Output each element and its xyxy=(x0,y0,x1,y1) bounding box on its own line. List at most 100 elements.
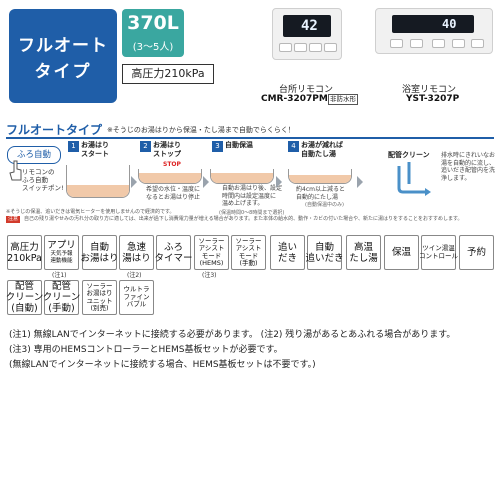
bath-remote-screen: 40 xyxy=(392,15,474,33)
feature-app-note: (注1) xyxy=(52,272,67,279)
band-description: ※そうじのお湯はりから保温・たし湯まで自動でらくらく！ xyxy=(107,126,295,134)
kitchen-remote-tag: 非防水形 xyxy=(328,94,358,105)
step-4-desc-line: 自動的にたし湯 xyxy=(296,193,339,201)
type-badge: フルオート タイプ xyxy=(9,9,117,103)
kitchen-remote-label: 台所リモコン xyxy=(279,85,334,95)
step-2-number: 2 xyxy=(140,141,151,152)
feature-auto-reheat: 自動 追いだき xyxy=(306,235,344,270)
hand-pointer-icon xyxy=(9,160,22,181)
feature-high-temp-add: 高温 たし湯 xyxy=(346,235,381,270)
step-arrow-icon xyxy=(276,176,282,188)
remote-button xyxy=(452,39,465,48)
step-3-desc-line: 温め上げます。 xyxy=(222,200,264,207)
bath-remote-display: 40 xyxy=(442,17,457,31)
step-4-desc-line: 約4cm以上減ると xyxy=(296,186,345,193)
step-3-title-line1: 自動保温 xyxy=(225,141,253,149)
feature-twin-temp-control: ツイン湯温 コントロール xyxy=(419,235,458,270)
step-2-desc-line: 希望の水位・温度に xyxy=(146,186,201,193)
feature-pipe-clean-auto: 配管 クリーン (自動) xyxy=(5,280,44,315)
step-2-description: 希望の水位・温度に なるとお湯はり停止 xyxy=(146,186,200,201)
feature-reheat: 追い だき xyxy=(270,235,305,270)
remote-button xyxy=(432,39,445,48)
pipe-clean-desc-line: 排水時にきれいなお xyxy=(441,152,496,159)
remote-button xyxy=(294,43,307,52)
auto-bath-button: ふろ自動 xyxy=(7,146,61,164)
feature-app: アプリ天気予報 連動機能 xyxy=(44,235,79,270)
band-divider xyxy=(6,137,494,139)
type-badge-line1: フルオート xyxy=(18,36,108,56)
bath-remote-image: 40 xyxy=(375,8,493,54)
feature-pipe-clean-manual: 配管 クリーン (手動) xyxy=(42,280,81,315)
caution-tag: 注意 xyxy=(6,216,21,223)
remote-button xyxy=(279,43,292,52)
step-2-bathtub xyxy=(138,169,202,184)
type-badge-line2: タイプ xyxy=(34,62,92,82)
step-4-bathtub xyxy=(288,169,352,184)
step-3-bathtub xyxy=(210,169,274,184)
feature-bath-timer: ふろ タイマー xyxy=(155,235,193,270)
step-3-water xyxy=(211,173,273,183)
pipe-clean-description: 排水時にきれいなお 湯を自動的に流し、 追いだき配管内を洗 浄します。 xyxy=(441,152,499,182)
feature-solar-assist-hems-note: (注3) xyxy=(202,272,217,279)
kitchen-remote-display: 42 xyxy=(301,18,318,34)
switch-note: リモコンの ふろ自動 スイッチポン! xyxy=(22,168,64,192)
step-4-sub: (自動保温中のみ) xyxy=(305,202,344,208)
step-1-number: 1 xyxy=(68,141,79,152)
capacity-badge: 370L (3〜5人) xyxy=(122,9,184,57)
pressure-badge: 高圧力210kPa xyxy=(122,64,214,84)
pipe-clean-icon xyxy=(397,162,431,196)
step-4-water xyxy=(289,175,351,183)
feature-auto-fill: 自動 お湯はり xyxy=(81,235,119,270)
step-2-desc-line: なるとお湯はり停止 xyxy=(146,193,201,201)
feature-solar-assist-manual: ソーラー アシスト モード (手動) xyxy=(231,235,266,270)
remote-button xyxy=(471,39,484,48)
pipe-clean-desc-line: 追いだき配管内を洗 xyxy=(441,167,496,174)
bath-remote-label: 浴室リモコン xyxy=(402,85,457,95)
step-arrow-icon xyxy=(131,176,137,188)
step-1-bathtub xyxy=(66,165,130,198)
feature-quick-fill: 急速 湯はり xyxy=(119,235,154,270)
pipe-clean-desc-line: 浄します。 xyxy=(441,174,471,182)
step-2-title-line1: お湯はり xyxy=(153,141,181,149)
step-3-desc-line: 自動お湯はり後、設定 xyxy=(222,185,283,192)
capacity-value: 370L xyxy=(127,12,179,34)
bath-remote-model: YST-3207P xyxy=(406,94,460,104)
note-line-1: (注1) 無線LANでインターネットに接続する必要があります。 (注2) 残り湯… xyxy=(9,330,456,340)
band-title: フルオートタイプ xyxy=(6,123,103,137)
footnote-2: 自己の残り湯やせみの汚れ分の取り方に適しては、出来が過下し消費電力量が増える場合… xyxy=(24,216,463,222)
feature-solar-fill-unit: ソーラー お湯はり ユニット (別売) xyxy=(82,280,117,315)
step-2-title-line2: ストップ xyxy=(153,150,181,158)
step-3-description: 自動お湯はり後、設定 時間内は設定温度に 温め上げます。 xyxy=(222,185,282,208)
switch-note-line3: スイッチポン! xyxy=(22,184,64,192)
remote-button xyxy=(324,43,337,52)
feature-keep-warm: 保温 xyxy=(384,235,419,270)
feature-high-pressure: 高圧力 210kPa xyxy=(7,235,42,270)
remote-button xyxy=(309,43,322,52)
step-3-number: 3 xyxy=(212,141,223,152)
note-line-3: (無線LANでインターネットに接続する場合、HEMS基板セットは不要です。) xyxy=(9,360,316,370)
step-4-title-line1: お湯が減れば xyxy=(301,141,343,149)
step-3-desc-line: 時間内は設定温度に xyxy=(222,192,277,200)
feature-quick-fill-note: (注2) xyxy=(127,272,142,279)
step-4-number: 4 xyxy=(288,141,299,152)
kitchen-remote-model: CMR-3207PM xyxy=(261,94,328,104)
step-1-water xyxy=(67,185,129,197)
feature-solar-assist-hems: ソーラー アシスト モード (HEMS) xyxy=(194,235,229,270)
switch-note-line2: ふろ自動 xyxy=(22,176,48,184)
step-4-title-line2: 自動たし湯 xyxy=(301,150,336,158)
stop-tag: STOP xyxy=(163,161,181,168)
kitchen-remote-image: 42 xyxy=(272,8,342,60)
step-arrow-icon xyxy=(357,176,363,188)
feature-ultra-fine-bubble: ウルトラ ファイン バブル xyxy=(119,280,154,315)
kitchen-remote-screen: 42 xyxy=(283,15,331,37)
step-3-sub: (保温時間0〜8時間まで選択) xyxy=(219,210,285,216)
step-arrow-icon xyxy=(203,176,209,188)
switch-note-line1: リモコンの xyxy=(22,168,55,176)
footnote-1: ※そうじの保温、追いだきは電気ヒーターを使用しませんので経済的です。 xyxy=(6,209,175,215)
remote-button xyxy=(410,39,423,48)
feature-reservation: 予約 xyxy=(459,235,494,270)
step-1-title-line1: お湯はり xyxy=(81,141,109,149)
capacity-persons: (3〜5人) xyxy=(132,42,174,53)
pipe-clean-title: 配管クリーン xyxy=(388,151,430,159)
pipe-clean-desc-line: 湯を自動的に流し、 xyxy=(441,159,496,167)
